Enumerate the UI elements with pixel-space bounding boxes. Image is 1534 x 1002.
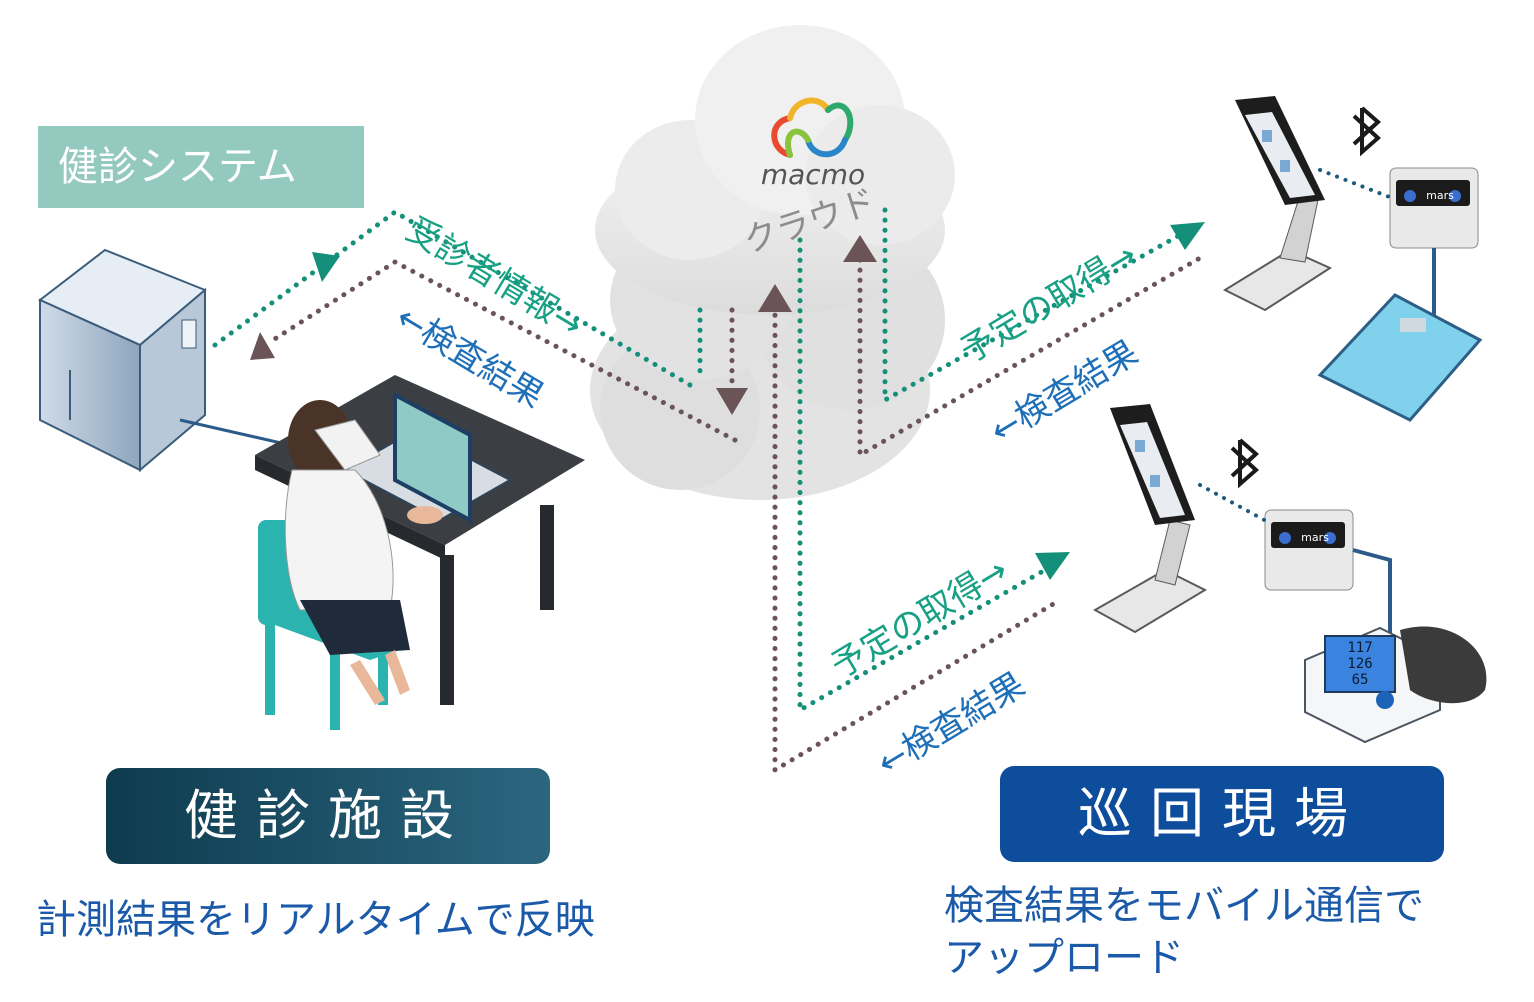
site-caption-line2: アップロード xyxy=(944,935,1184,981)
bp-reading-pulse: 65 xyxy=(1352,672,1369,688)
device-upper-brand: mars xyxy=(1426,189,1454,202)
flow-patient-info xyxy=(212,209,693,388)
scale-device-upper xyxy=(1389,167,1479,318)
macmo-logo-icon xyxy=(771,97,854,158)
arrowhead-result-left xyxy=(250,332,275,360)
device-lower-m-button[interactable] xyxy=(1324,532,1336,544)
device-upper-m-button[interactable] xyxy=(1449,190,1461,202)
flow-result-lower xyxy=(772,292,1063,775)
bluetooth-upper-icon xyxy=(1352,106,1382,157)
site-caption-line1: 検査結果をモバイル通信で xyxy=(944,883,1424,929)
flow-result-upper xyxy=(857,255,1203,460)
bluetooth-lower-icon xyxy=(1230,438,1260,489)
device-upper-p-button[interactable] xyxy=(1404,190,1416,202)
server-icon xyxy=(38,248,207,473)
bp-reading-sys: 117 xyxy=(1347,640,1372,656)
cloud-brand: macmo xyxy=(761,158,865,191)
blood-pressure-monitor-icon xyxy=(1304,626,1487,744)
server-cable xyxy=(179,418,291,447)
arrowhead-schedule-lower xyxy=(1035,552,1070,580)
cloud-top-shape xyxy=(595,25,955,315)
bp-reading-dia: 126 xyxy=(1347,656,1372,672)
device-lower-p-button[interactable] xyxy=(1279,532,1291,544)
system-tag: 健診システム xyxy=(38,126,364,208)
arrowhead-up-upper xyxy=(843,235,877,262)
facility-title: 健診施設 xyxy=(106,768,550,864)
flow-schedule-upper xyxy=(882,207,1183,405)
flow-lines xyxy=(212,207,1203,775)
flow-result-left xyxy=(267,259,738,443)
arrowhead-up-lower xyxy=(758,284,792,312)
bp-power-button[interactable] xyxy=(1376,691,1394,709)
laptop-icon xyxy=(342,391,513,524)
arrowhead-patient-info xyxy=(312,252,340,282)
arrowhead-down xyxy=(716,388,748,415)
worker-icon xyxy=(284,400,443,705)
flow-schedule-lower xyxy=(797,237,1048,715)
site-title: 巡回現場 xyxy=(1000,766,1444,862)
facility-caption: 計測結果をリアルタイムで反映 xyxy=(36,897,595,943)
tablet-lower-icon xyxy=(1092,404,1208,634)
device-lower-brand: mars xyxy=(1301,531,1329,544)
tablet-upper-icon xyxy=(1222,96,1333,312)
arrowhead-schedule-upper xyxy=(1170,222,1205,250)
body-scale-icon xyxy=(1317,293,1483,422)
bp-device-lower xyxy=(1264,509,1392,640)
